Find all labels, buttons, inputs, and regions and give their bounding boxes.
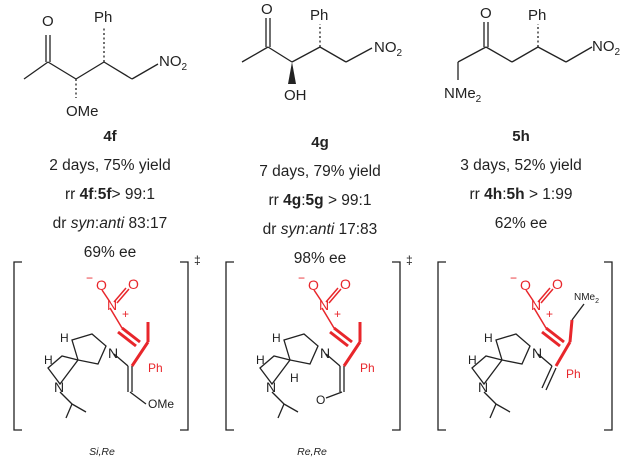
compound-label-5h: 5h: [512, 128, 530, 145]
phenyl-label-4f: Ph: [94, 9, 112, 26]
structure-5h: [457, 22, 593, 80]
ketone-o-5h: O: [480, 5, 492, 22]
phenyl-label-4g: Ph: [310, 7, 328, 24]
ts2-minus: −: [298, 271, 305, 285]
ee-5h: 62% ee: [494, 215, 548, 232]
ts1-h1: H: [60, 331, 69, 345]
ts2-phenyl: Ph: [360, 361, 375, 375]
ts3-amine-n2: N: [478, 379, 488, 395]
ts2-plus: +: [334, 307, 341, 321]
results-4f: 4f 2 days, 75% yield rr 4f:5f> 99:1 dr s…: [10, 122, 210, 267]
results-5h: 5h 3 days, 52% yield rr 4h:5h > 1:99 62%…: [421, 122, 621, 238]
compound-label-4f: 4f: [103, 128, 117, 145]
dia-ratio-4g: dr syn:anti 17:83: [262, 221, 378, 238]
ts1-h2: H: [44, 353, 53, 367]
conditions-4f: 2 days, 75% yield: [49, 157, 171, 174]
methoxy-label-4f: OMe: [66, 103, 99, 120]
conditions-5h: 3 days, 52% yield: [460, 157, 582, 174]
ts3-phenyl: Ph: [566, 367, 581, 381]
results-4g: 4g 7 days, 79% yield rr 4g:5g > 99:1 dr …: [220, 128, 420, 273]
ts3-h2: H: [468, 353, 477, 367]
ts3-nitro-o2: O: [552, 276, 563, 292]
ts1-nitro-o2: O: [128, 276, 139, 292]
ts2-h2: H: [256, 353, 265, 367]
ts3-amine-n1: N: [532, 345, 542, 361]
ts3-nitro-o1: O: [520, 277, 531, 293]
nitro-label-4f: NO2: [159, 53, 188, 73]
transition-state-5h: [437, 261, 613, 431]
ts1-phenyl: Ph: [148, 361, 163, 375]
regio-ratio-4f: rr 4f:5f> 99:1: [64, 186, 156, 203]
ts2-amine-n2: N: [266, 379, 276, 395]
ketone-o-4g: O: [261, 1, 273, 18]
ts1-dagger: ‡: [194, 253, 201, 267]
phenyl-label-5h: Ph: [528, 7, 546, 24]
compound-label-4g: 4g: [311, 134, 329, 151]
regio-ratio-4g: rr 4g:5g > 99:1: [268, 192, 372, 209]
ts1-amine-n2: N: [54, 379, 64, 395]
ts1-plus: +: [122, 307, 129, 321]
dia-ratio-4f: dr syn:anti 83:17: [52, 215, 168, 232]
ts2-hbond-h: H: [290, 371, 299, 385]
ts1-amine-n1: N: [108, 345, 118, 361]
structure-4g: [241, 18, 373, 84]
transition-state-4g: [225, 261, 401, 431]
ts-caption-re-re: Re,Re: [297, 446, 327, 458]
regio-ratio-5h: rr 4h:5h > 1:99: [469, 186, 573, 203]
ts3-nitro-n: N: [531, 297, 541, 313]
dimethylamino-label-5h: NMe2: [444, 85, 482, 105]
ts3-minus: −: [510, 271, 517, 285]
ketone-o-4f: O: [42, 13, 54, 30]
nitro-label-4g: NO2: [374, 39, 403, 59]
ts3-plus: +: [546, 307, 553, 321]
ts2-h1: H: [272, 331, 281, 345]
ts1-nitro-n: N: [107, 297, 117, 313]
conditions-4g: 7 days, 79% yield: [259, 163, 381, 180]
ee-4g: 98% ee: [293, 250, 347, 267]
ts-caption-si-re: Si,Re: [89, 446, 115, 458]
ts3-dimethylamino: NMe2: [574, 292, 599, 305]
ts2-nitro-o1: O: [308, 277, 319, 293]
ts3-h1: H: [484, 331, 493, 345]
transition-state-4f: [13, 261, 189, 431]
ts2-dagger: ‡: [406, 253, 413, 267]
ts1-minus: −: [86, 271, 93, 285]
ee-4f: 69% ee: [83, 244, 137, 261]
structure-4f: [23, 28, 159, 98]
ts2-hbond-o: O: [316, 393, 325, 407]
ts2-nitro-n: N: [319, 297, 329, 313]
ts1-nitro-o1: O: [96, 277, 107, 293]
ts1-methoxy: OMe: [148, 397, 174, 411]
hydroxyl-label-4g: OH: [284, 87, 307, 104]
ts2-amine-n1: N: [320, 345, 330, 361]
ts2-nitro-o2: O: [340, 276, 351, 292]
nitro-label-5h: NO2: [592, 38, 621, 58]
